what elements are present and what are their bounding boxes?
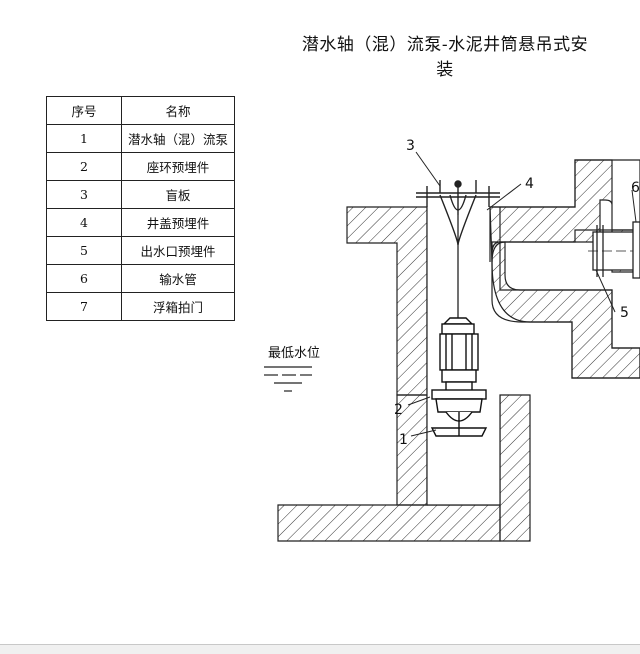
right-wall-hatch <box>499 394 531 542</box>
row-name: 盲板 <box>121 180 235 209</box>
callout-4: 4 <box>525 176 534 192</box>
header-no: 序号 <box>46 96 122 125</box>
table-row: 6 输水管 <box>46 264 235 293</box>
row-name: 潜水轴（混）流泵 <box>121 124 235 153</box>
row-name: 输水管 <box>121 264 235 293</box>
bottom-slab-hatch <box>277 504 501 542</box>
row-no: 3 <box>46 180 122 209</box>
callout-2: 2 <box>394 402 403 418</box>
callout-1: 1 <box>399 432 408 448</box>
callout-leaders <box>407 151 637 437</box>
water-level-symbol <box>264 366 312 392</box>
drawing-title: 潜水轴（混）流泵-水泥井筒悬吊式安装 <box>301 35 589 80</box>
blind-plate <box>416 180 500 246</box>
row-no: 6 <box>46 264 122 293</box>
row-no: 5 <box>46 236 122 265</box>
row-no: 2 <box>46 152 122 181</box>
bottom-scrollbar[interactable] <box>0 644 640 654</box>
outlet-bend-hatch <box>491 241 640 379</box>
row-name: 井盖预埋件 <box>121 208 235 237</box>
callout-3: 3 <box>406 138 415 154</box>
row-name: 座环预埋件 <box>121 152 235 181</box>
row-name: 浮箱拍门 <box>121 292 235 321</box>
table-row: 7 浮箱拍门 <box>46 292 235 321</box>
table-row: 4 井盖预埋件 <box>46 208 235 237</box>
callout-5: 5 <box>620 305 629 321</box>
pump-body <box>430 317 488 437</box>
row-name: 出水口预埋件 <box>121 236 235 265</box>
table-row: 2 座环预埋件 <box>46 152 235 181</box>
table-row: 3 盲板 <box>46 180 235 209</box>
table-row: 5 出水口预埋件 <box>46 236 235 265</box>
parts-table: 序号 名称 1 潜水轴（混）流泵 2 座环预埋件 3 盲板 4 井盖预埋件 5 … <box>46 96 235 321</box>
row-no: 7 <box>46 292 122 321</box>
callout-6: 6 <box>631 180 640 196</box>
water-level-label: 最低水位 <box>268 346 321 361</box>
outlet-pipe <box>588 221 640 279</box>
table-row: 1 潜水轴（混）流泵 <box>46 124 235 153</box>
left-wall-hatch <box>346 206 428 396</box>
